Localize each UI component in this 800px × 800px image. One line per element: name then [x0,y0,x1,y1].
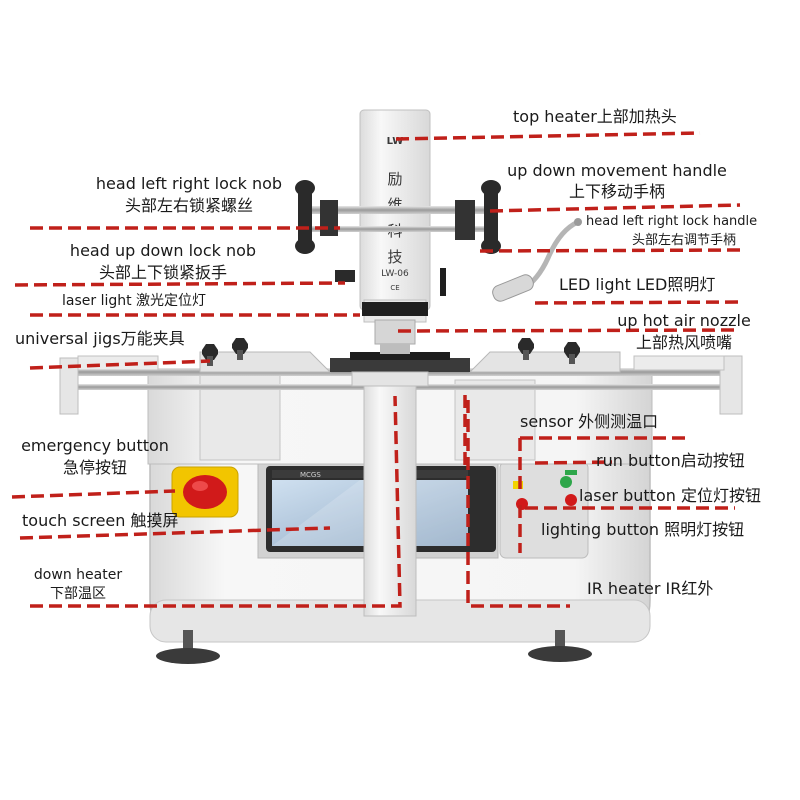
label-head-lr-handle-en: head left right lock handle [586,214,758,229]
label-down-heater-en: down heater [33,567,123,583]
label-head-lr-nob-en: head left right lock nob [95,174,283,193]
red-button [565,494,577,506]
label-ir-heater: IR heater IR红外 [587,579,714,598]
label-up-down-handle-cn: 上下移动手柄 [568,182,665,201]
foot-left [156,630,220,664]
label-up-down-handle-en: up down movement handle [507,161,727,180]
emergency-stop-button [171,466,239,518]
leader-universal-jigs [29,359,211,370]
label-lighting-button: lighting button 照明灯按钮 [541,520,745,539]
leader-emergency [11,489,176,499]
leader-touch-screen [19,526,331,540]
label-head-lr-nob-cn: 头部左右锁紧螺丝 [124,196,253,215]
leader-head-ud-nob [14,281,346,287]
label-head-ud-nob-en: head up down lock nob [69,241,257,260]
leader-head-lr-handle [479,248,741,253]
label-hot-air-nozzle-cn: 上部热风喷嘴 [635,333,732,352]
head-char-4: 技 [387,248,402,266]
brand-logo: LW [387,136,404,147]
leader-ir-heater [466,400,570,608]
label-head-ud-nob-cn: 头部上下锁紧扳手 [98,263,227,282]
label-laser-button: laser button 定位灯按钮 [579,486,761,505]
center-column [351,371,429,617]
foot-right [528,630,592,662]
label-down-heater-cn: 下部温区 [50,586,106,602]
panel-buttons [513,470,577,510]
leader-top-heater [395,131,701,141]
label-top-heater: top heater上部加热头 [513,107,677,126]
model-number: LW-06 [381,269,409,279]
label-hot-air-nozzle-en: up hot air nozzle [617,311,751,330]
label-sensor: sensor 外侧测温口 [520,412,659,431]
label-led-light: LED light LED照明灯 [559,275,716,294]
green-button [560,476,572,488]
leader-hot-air-nozzle [397,328,741,333]
screen-brand-text: MCGS [300,471,321,479]
laser-indicator [513,481,523,489]
leader-down-heater [30,395,402,608]
label-head-lr-handle-cn: 头部左右调节手柄 [631,233,736,248]
leader-lighting-2 [534,460,613,465]
label-emergency-en: emergency button [21,436,169,455]
leader-up-down-handle [489,203,741,213]
label-laser-light: laser light 激光定位灯 [62,293,207,309]
universal-jigs [199,338,621,416]
label-touch-screen: touch screen 触摸屏 [22,511,179,530]
label-run-button: run button启动按钮 [596,451,745,470]
ce-mark: CE [390,284,399,292]
head-char-1: 励 [387,170,402,188]
led-gooseneck-light [492,218,582,302]
label-emergency-cn: 急停按钮 [62,458,127,477]
label-universal-jigs: universal jigs万能夹具 [15,329,185,348]
leader-lines [11,131,741,608]
leader-led-light [534,300,741,305]
